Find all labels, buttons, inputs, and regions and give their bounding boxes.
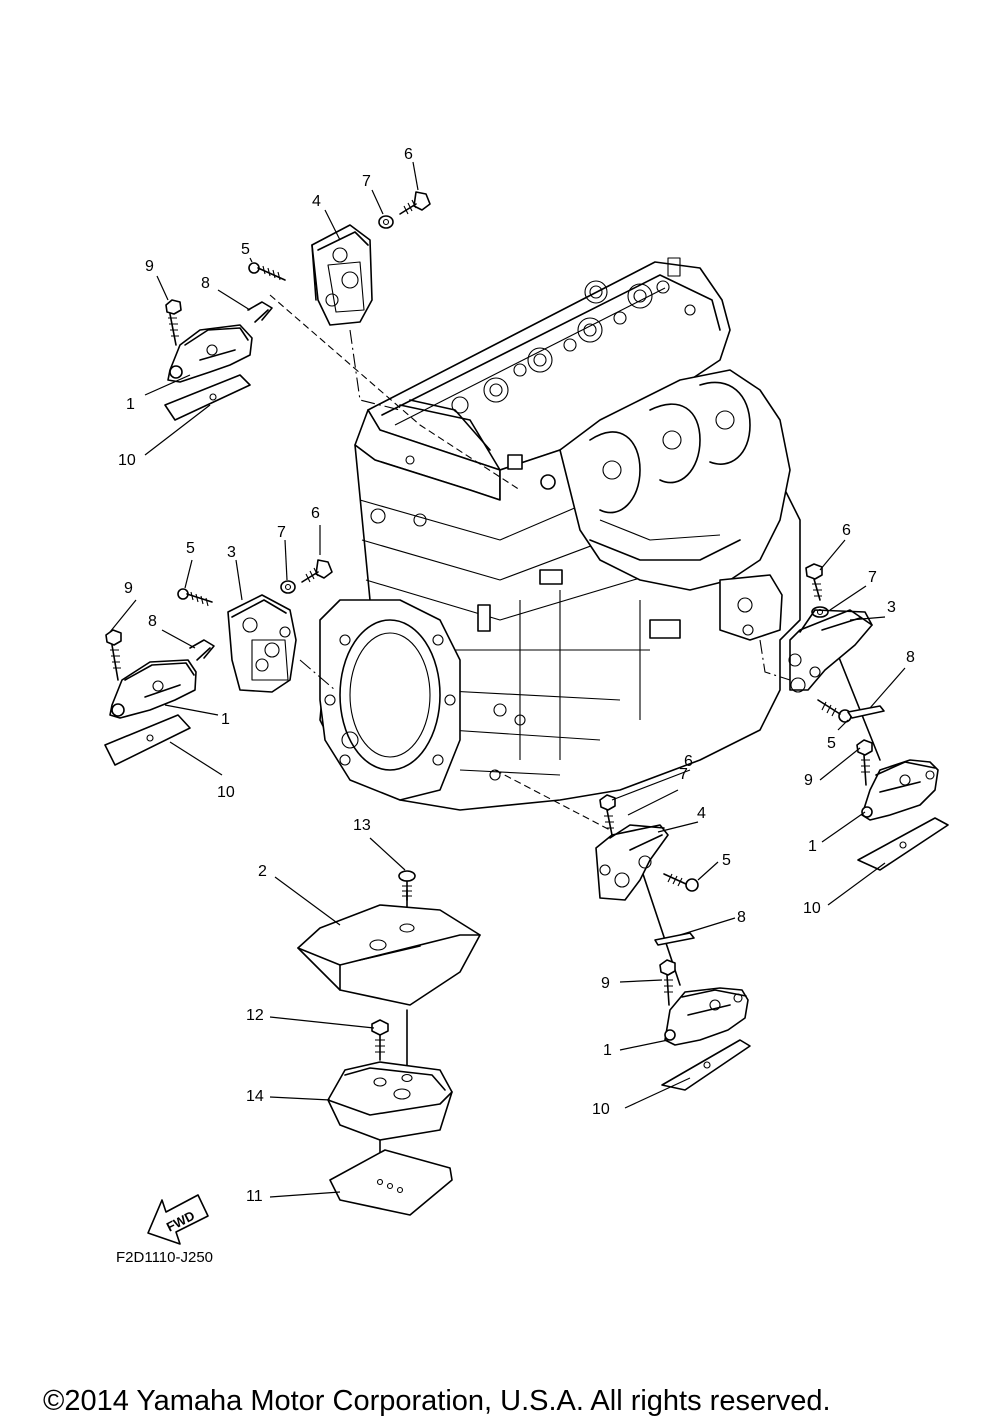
washer bbox=[280, 580, 296, 594]
callout-8: 8 bbox=[201, 275, 210, 292]
callout-7: 7 bbox=[679, 766, 688, 783]
bolt-9 bbox=[659, 959, 676, 1006]
bolt-5 bbox=[248, 262, 286, 281]
callout-9: 9 bbox=[601, 975, 610, 992]
callout-8: 8 bbox=[737, 909, 746, 926]
fwd-arrow-icon: FWD bbox=[147, 1194, 209, 1245]
callout-14: 14 bbox=[246, 1088, 264, 1105]
shim bbox=[654, 932, 695, 946]
bracket-3 bbox=[788, 609, 873, 693]
callout-9: 9 bbox=[804, 772, 813, 789]
bolt-9 bbox=[856, 739, 873, 786]
callout-1: 1 bbox=[126, 396, 135, 413]
diagram-code: F2D1110-J250 bbox=[116, 1249, 213, 1266]
engine-mount bbox=[109, 659, 197, 719]
bracket-4 bbox=[595, 824, 669, 901]
washer bbox=[378, 215, 394, 229]
callout-4: 4 bbox=[697, 805, 706, 822]
mount-plate bbox=[661, 1039, 751, 1091]
leader-lines bbox=[109, 161, 906, 1198]
mount-group-right bbox=[788, 563, 949, 871]
callout-7: 7 bbox=[362, 173, 371, 190]
flywheel-housing bbox=[319, 599, 461, 801]
shim bbox=[189, 639, 215, 659]
callout-2: 2 bbox=[258, 863, 267, 880]
callout-numbers: 1 10 9 8 5 4 7 6 9 8 5 3 7 6 1 10 6 7 3 … bbox=[118, 146, 915, 1205]
engine-mount bbox=[664, 987, 749, 1046]
plate-11 bbox=[329, 1149, 453, 1216]
bolt-12 bbox=[371, 1019, 389, 1061]
bolt-13 bbox=[398, 870, 416, 901]
callout-11: 11 bbox=[246, 1188, 263, 1205]
callout-7: 7 bbox=[868, 569, 877, 586]
callout-12: 12 bbox=[246, 1007, 264, 1024]
callout-1: 1 bbox=[808, 838, 817, 855]
bolt-6 bbox=[599, 794, 616, 836]
bolt-9 bbox=[165, 299, 182, 346]
bolt-5 bbox=[177, 588, 213, 607]
bracket-4 bbox=[311, 224, 373, 326]
engine-mount bbox=[861, 759, 939, 821]
bolt-6 bbox=[805, 563, 823, 601]
copyright-notice: ©2014 Yamaha Motor Corporation, U.S.A. A… bbox=[43, 1385, 831, 1417]
callout-3: 3 bbox=[887, 599, 896, 616]
callout-10: 10 bbox=[118, 452, 136, 469]
callout-10: 10 bbox=[803, 900, 821, 917]
callout-5: 5 bbox=[186, 540, 195, 557]
shim bbox=[847, 705, 885, 719]
callout-10: 10 bbox=[217, 784, 235, 801]
callout-6: 6 bbox=[311, 505, 320, 522]
bolt-6 bbox=[301, 559, 333, 583]
callout-7: 7 bbox=[277, 524, 286, 541]
mount-group-middle-left bbox=[104, 559, 333, 766]
mount-group-lower-left bbox=[297, 870, 481, 1216]
callout-9: 9 bbox=[124, 580, 133, 597]
callout-6: 6 bbox=[842, 522, 851, 539]
callout-5: 5 bbox=[241, 241, 250, 258]
callout-4: 4 bbox=[312, 193, 321, 210]
callout-6: 6 bbox=[684, 753, 693, 770]
callout-8: 8 bbox=[906, 649, 915, 666]
head-port-circles bbox=[451, 257, 696, 414]
callout-3: 3 bbox=[227, 544, 236, 561]
bolt-9 bbox=[105, 629, 122, 681]
mount-group-upper-left bbox=[164, 191, 431, 421]
pad-2 bbox=[297, 904, 481, 1006]
callout-6: 6 bbox=[404, 146, 413, 163]
mount-group-lower-right bbox=[595, 794, 751, 1091]
engine-block bbox=[319, 257, 801, 811]
exhaust-manifold bbox=[559, 369, 791, 591]
callout-1: 1 bbox=[603, 1042, 612, 1059]
bolt-5 bbox=[663, 873, 699, 892]
callout-1: 1 bbox=[221, 711, 230, 728]
shim bbox=[247, 301, 273, 321]
callout-8: 8 bbox=[148, 613, 157, 630]
callout-13: 13 bbox=[353, 817, 371, 834]
bracket-3 bbox=[227, 594, 297, 693]
bolt-6 bbox=[399, 191, 431, 215]
pad-14 bbox=[327, 1061, 453, 1141]
mount-plate bbox=[164, 374, 251, 421]
bolt-5 bbox=[817, 699, 852, 723]
callout-5: 5 bbox=[827, 735, 836, 752]
callout-10: 10 bbox=[592, 1101, 610, 1118]
callout-5: 5 bbox=[722, 852, 731, 869]
callout-9: 9 bbox=[145, 258, 154, 275]
mount-plate bbox=[857, 817, 949, 871]
